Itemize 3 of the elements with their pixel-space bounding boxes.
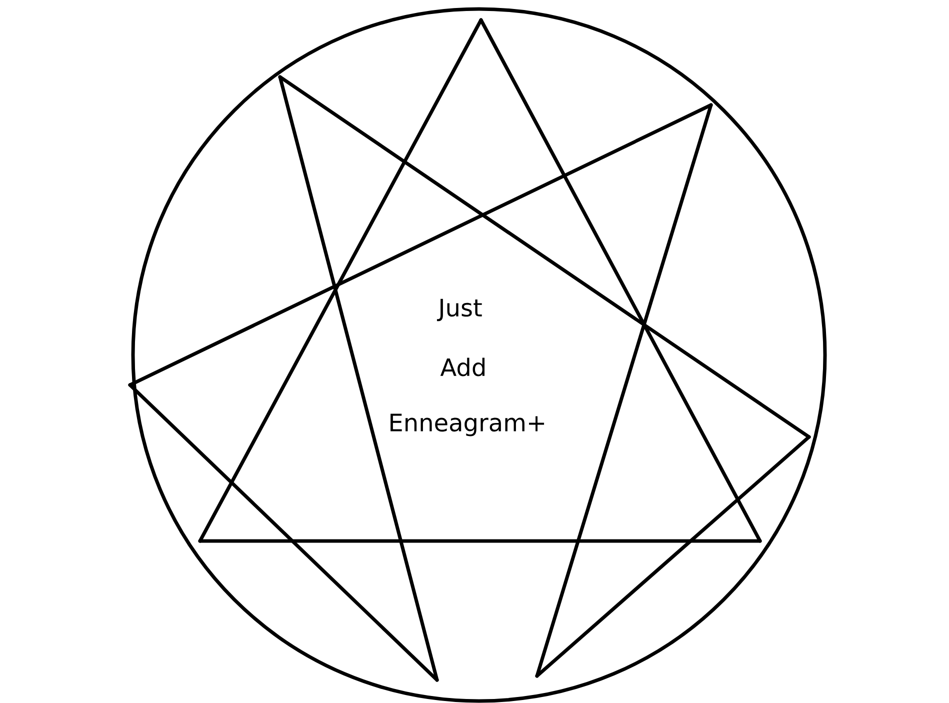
label-text: Just bbox=[436, 298, 482, 322]
label-text: Enneagram+ bbox=[390, 414, 544, 436]
label-text: Add bbox=[440, 358, 484, 376]
